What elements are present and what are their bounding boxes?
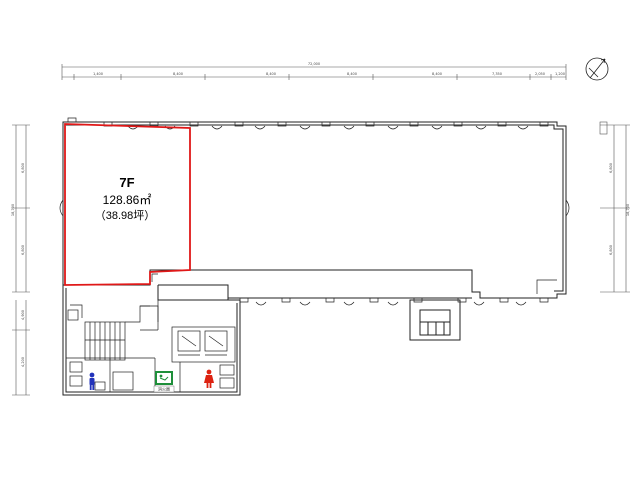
left-span-dimension: 4,200 bbox=[21, 357, 25, 367]
unit-highlight bbox=[64, 123, 191, 286]
emergency-exit-icon bbox=[155, 371, 173, 385]
top-span-dimension: 8,400 bbox=[173, 72, 183, 76]
right-total-dimension: 18,700 bbox=[626, 204, 630, 216]
north-arrow-icon bbox=[585, 57, 609, 81]
left-total-dimension: 18,700 bbox=[11, 204, 15, 216]
unit-floor-label: 7F bbox=[119, 175, 134, 190]
building-outline bbox=[62, 121, 567, 396]
top-dimension bbox=[61, 64, 567, 80]
top-span-dimension: 8,400 bbox=[347, 72, 357, 76]
right-span-dimension: 6,800 bbox=[609, 245, 613, 255]
unit-area-label: 128.86㎡ bbox=[103, 193, 152, 207]
unit-tsubo-label: （38.98坪） bbox=[95, 209, 156, 222]
corridor-columns bbox=[59, 199, 570, 306]
top-span-dimension: 2,050 bbox=[535, 72, 545, 76]
top-span-dimension: 7,350 bbox=[492, 72, 502, 76]
right-span-dimension: 6,800 bbox=[609, 163, 613, 173]
window-columns bbox=[67, 117, 549, 130]
top-span-dimension: 1,200 bbox=[555, 72, 565, 76]
male-restroom-icon bbox=[89, 372, 95, 390]
top-span-dimension: 8,400 bbox=[266, 72, 276, 76]
top-span-dimension: 8,400 bbox=[432, 72, 442, 76]
top-total-dimension: 72,000 bbox=[308, 62, 320, 66]
right-marker bbox=[599, 121, 608, 135]
left-span-dimension: 4,900 bbox=[21, 310, 25, 320]
left-span-dimension: 6,800 bbox=[21, 163, 25, 173]
left-dimension bbox=[12, 124, 30, 396]
top-span-dimension: 1,400 bbox=[93, 72, 103, 76]
female-restroom-icon bbox=[204, 369, 214, 388]
right-dimension bbox=[600, 124, 630, 293]
left-span-dimension: 6,800 bbox=[21, 245, 25, 255]
extinguisher-label: 消火器 bbox=[158, 386, 170, 392]
